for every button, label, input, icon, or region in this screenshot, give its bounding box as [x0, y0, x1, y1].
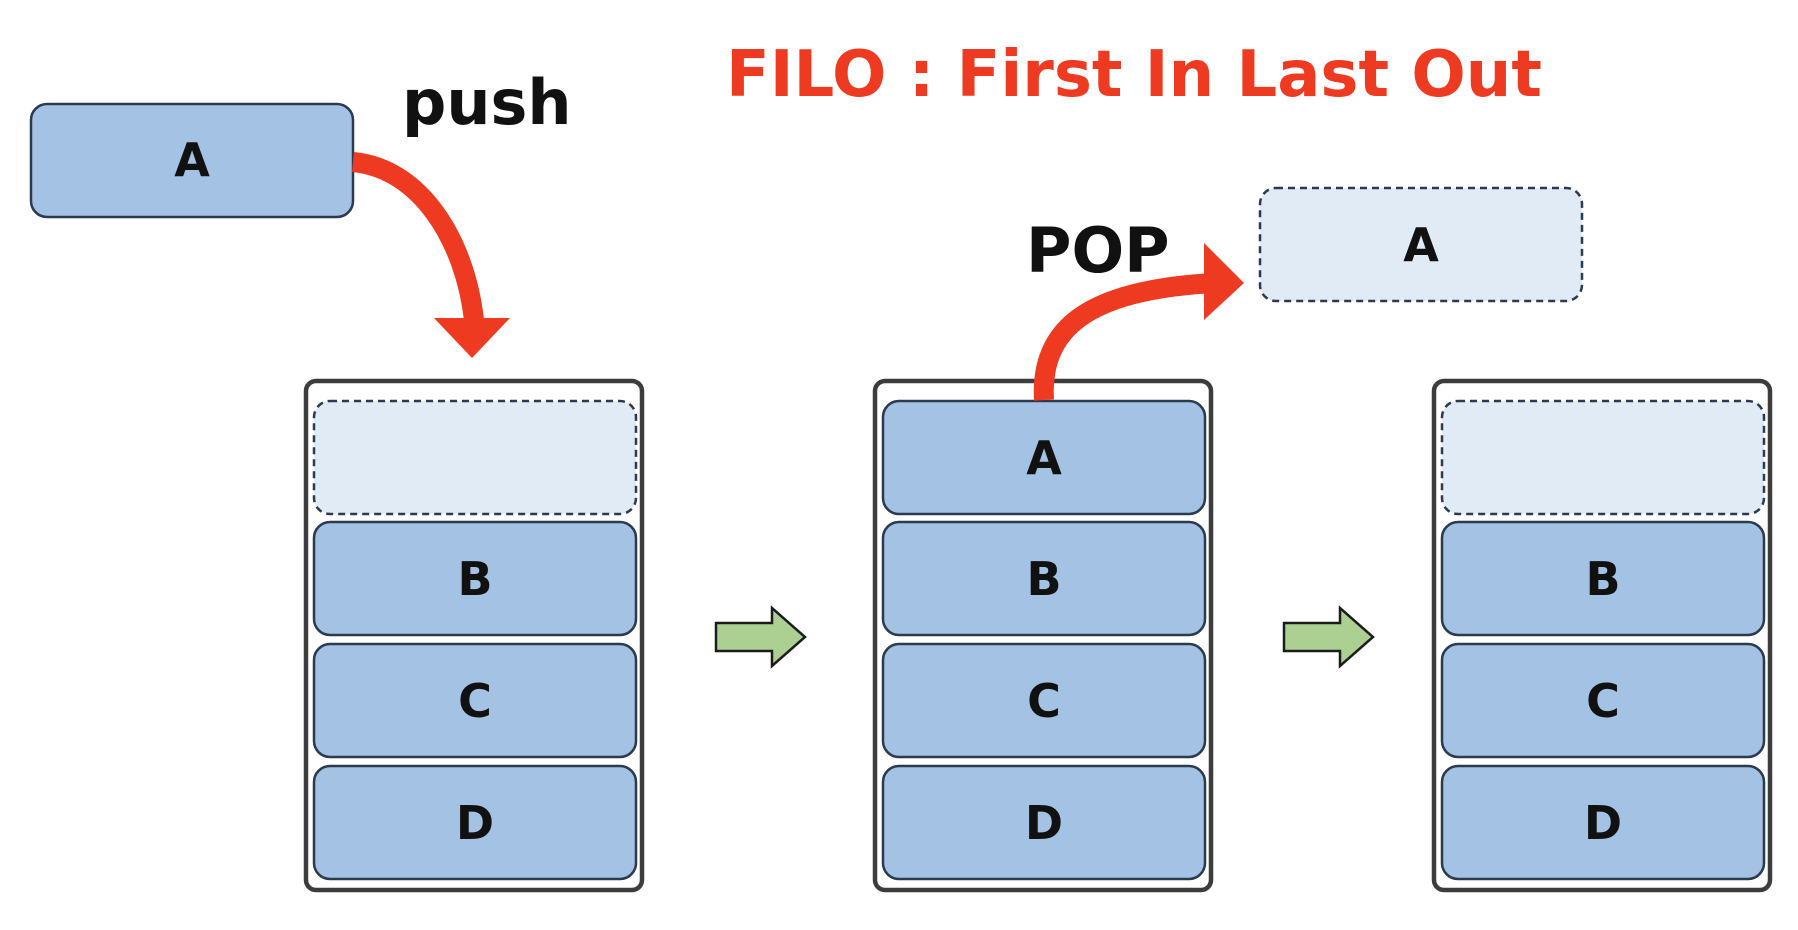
stack-slot-label: A: [1026, 431, 1062, 485]
popped-item-label: A: [1403, 218, 1439, 272]
stack-slot-b: B: [1440, 520, 1766, 637]
stack-slot-b: B: [881, 520, 1207, 637]
stack-slot-empty: [1440, 399, 1766, 516]
stack-slot-label: D: [456, 796, 494, 850]
step-arrow-icon: [1282, 605, 1375, 669]
step-arrow-icon: [714, 605, 807, 669]
stack-slot-d: D: [881, 764, 1207, 881]
incoming-item-label: A: [174, 133, 210, 187]
stack-slot-c: C: [312, 642, 638, 759]
pop-label: POP: [1026, 214, 1170, 287]
stack-slot-empty: [312, 399, 638, 516]
stack-slot-d: D: [1440, 764, 1766, 881]
stack-slot-d: D: [312, 764, 638, 881]
stack-slot-label: C: [1586, 674, 1620, 728]
stack-slot-b: B: [312, 520, 638, 637]
stack-slot-label: D: [1025, 796, 1063, 850]
stack-slot-label: D: [1584, 796, 1622, 850]
stack-slot-label: B: [1026, 552, 1061, 606]
stack-slot-label: C: [458, 674, 492, 728]
stack-slot-label: B: [457, 552, 492, 606]
popped-item-box: A: [1258, 186, 1584, 303]
stack-after-push: A B C D: [872, 378, 1214, 893]
stack-slot-label: B: [1585, 552, 1620, 606]
stack-after-pop: B C D: [1431, 378, 1773, 893]
stack-slot-c: C: [881, 642, 1207, 759]
diagram-title: FILO : First In Last Out: [726, 38, 1542, 112]
push-label: push: [402, 66, 572, 139]
stack-slot-label: C: [1027, 674, 1061, 728]
pop-arrow: [1033, 243, 1244, 401]
stack-slot-c: C: [1440, 642, 1766, 759]
stack-slot-a: A: [881, 399, 1207, 516]
incoming-item-box: A: [29, 102, 355, 219]
stack-before-push: B C D: [303, 378, 645, 893]
push-arrow: [351, 152, 510, 358]
